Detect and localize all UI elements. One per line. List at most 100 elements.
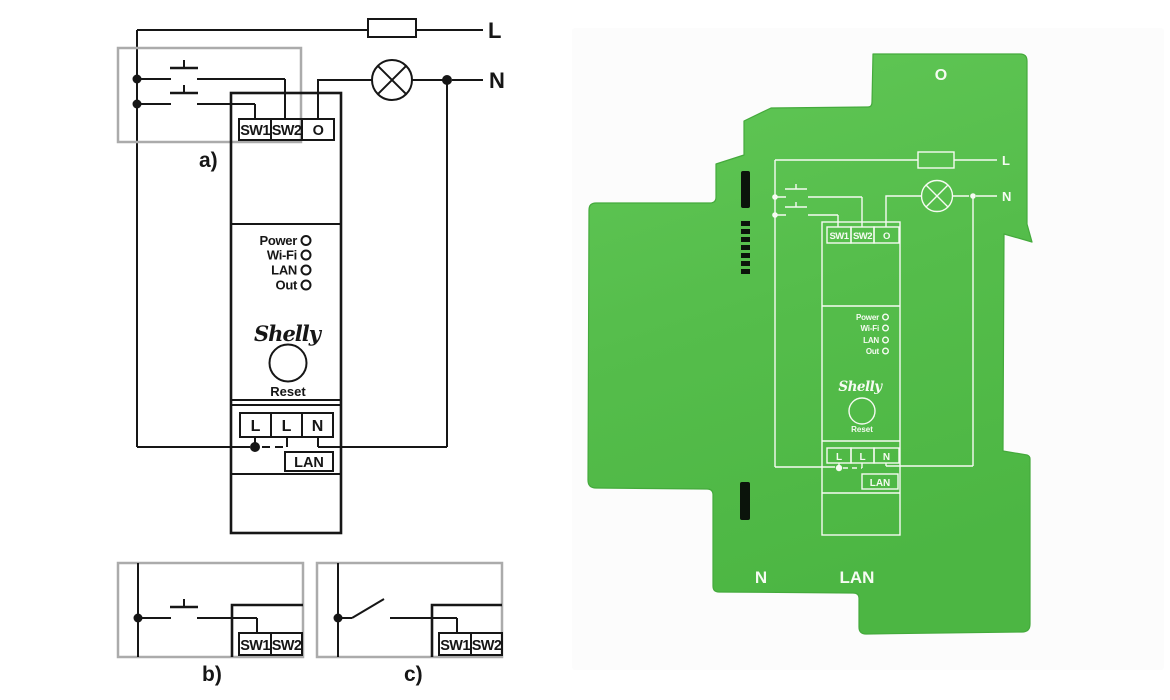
n-terminal-box <box>873 447 900 464</box>
sub-diagram-c: SW1 SW2 c) <box>315 561 504 686</box>
l1-terminal-label: L <box>251 418 261 435</box>
o-terminal-label: O <box>313 123 324 139</box>
option-c-label: c) <box>404 663 423 686</box>
device-photo: O N LAN L SW1 SW2 O N Power <box>572 28 1164 670</box>
lan-led-label: LAN <box>271 263 297 278</box>
vent-slot <box>741 171 750 208</box>
sw2-terminal-box <box>470 632 503 656</box>
vent-slot <box>740 482 750 520</box>
l2-terminal-label: L <box>282 418 292 435</box>
junction-dot <box>132 74 142 84</box>
vent-dash <box>741 269 750 274</box>
vent-dash <box>741 237 750 242</box>
junction-dot <box>835 464 843 472</box>
device-corner-outline <box>430 603 502 657</box>
device-section-divider <box>231 399 341 406</box>
output-wire <box>317 79 372 119</box>
device-outline <box>821 221 901 536</box>
power-led-label: Power <box>856 313 879 322</box>
sw2-terminal-label: SW2 <box>272 123 302 139</box>
sw2-terminal-label: SW2 <box>272 638 302 654</box>
n-terminal-label: N <box>312 418 324 435</box>
wifi-led-label: Wi-Fi <box>861 324 879 333</box>
push-button-symbol-2 <box>137 85 256 119</box>
out-led-icon <box>882 347 890 355</box>
sub-diagram-b: SW1 SW2 b) <box>116 561 305 686</box>
sw2-terminal-box <box>270 632 303 656</box>
device-outline <box>229 91 343 535</box>
sw1-wire <box>138 617 258 633</box>
toggle-switch-blade <box>351 598 385 619</box>
reset-button <box>848 397 876 425</box>
output-wire <box>885 195 922 227</box>
neutral-bottom-wire <box>317 437 447 448</box>
vent-dash <box>741 245 750 250</box>
lamp-cross <box>925 184 949 208</box>
neutral-line-label: N <box>489 68 505 93</box>
case-label-lan: LAN <box>840 568 875 587</box>
vent-slot-dashes <box>741 221 750 274</box>
sw1-wire <box>390 617 458 633</box>
vent-dash <box>741 261 750 266</box>
reset-button <box>268 343 308 383</box>
sw2-terminal-label: SW2 <box>472 638 502 654</box>
reset-label: Reset <box>270 384 306 399</box>
push-button-symbol <box>785 184 807 190</box>
vent-dash <box>741 229 750 234</box>
neutral-line-label: N <box>1002 189 1011 204</box>
sw1-wire <box>775 214 839 227</box>
wifi-led-label: Wi-Fi <box>267 248 297 263</box>
vent-dash <box>741 221 750 226</box>
option-b-label: b) <box>202 663 222 686</box>
lamp-symbol <box>371 59 413 101</box>
wifi-led-icon <box>300 249 312 261</box>
sw1-terminal-label: SW1 <box>829 231 849 242</box>
out-led-label: Out <box>866 347 880 356</box>
wiring-schematic: L a) SW1 SW2 O N Power Wi-Fi LAN Out <box>116 18 505 686</box>
shelly-logo: Shelly <box>254 321 323 346</box>
power-led-label: Power <box>259 233 297 248</box>
option-c-highlight-box <box>315 561 504 659</box>
l1-terminal-label: L <box>836 452 842 463</box>
case-label-o: O <box>935 67 947 84</box>
lan-led-icon <box>882 336 890 344</box>
lan-port-label: LAN <box>870 478 891 489</box>
push-button-symbol <box>785 202 807 208</box>
out-led-icon <box>300 279 312 291</box>
sw2-terminal-label: SW2 <box>853 231 872 242</box>
vent-dash <box>741 253 750 258</box>
sw1-wire <box>137 103 256 119</box>
lan-port-label: LAN <box>294 455 324 471</box>
lan-led-label: LAN <box>863 336 879 345</box>
lan-port-box <box>284 451 334 472</box>
shelly-logo: Shelly <box>838 379 883 395</box>
lan-port-box <box>861 473 899 490</box>
device-section-dividers <box>822 305 900 494</box>
option-a-highlight-box <box>116 46 303 144</box>
device-photo-body <box>587 53 1033 635</box>
case-label-n: N <box>755 568 767 587</box>
junction-dot <box>132 99 142 109</box>
power-led-icon <box>300 235 312 246</box>
power-led-icon <box>882 313 890 321</box>
reset-label: Reset <box>851 425 873 434</box>
junction-dot <box>250 442 260 452</box>
fuse-symbol <box>367 18 417 38</box>
push-button-symbol-1 <box>137 60 286 119</box>
sw2-wire <box>137 78 286 119</box>
out-led-label: Out <box>276 278 298 293</box>
sw1-terminal-label: SW1 <box>440 638 470 654</box>
o-terminal-label: O <box>883 231 890 242</box>
option-b-highlight-box <box>116 561 305 659</box>
lan-led-icon <box>300 264 312 276</box>
printed-schematic: L SW1 SW2 O N Power Wi-Fi LAN Out <box>772 151 1011 536</box>
n-terminal-label: N <box>883 452 890 463</box>
l2-terminal-label: L <box>859 452 865 463</box>
sw1-terminal-label: SW1 <box>240 638 270 654</box>
wifi-led-icon <box>882 324 890 332</box>
sw1-terminal-label: SW1 <box>240 123 270 139</box>
device-corner-outline <box>230 603 303 657</box>
live-line-label: L <box>1002 153 1010 168</box>
live-line-label: L <box>488 18 501 43</box>
